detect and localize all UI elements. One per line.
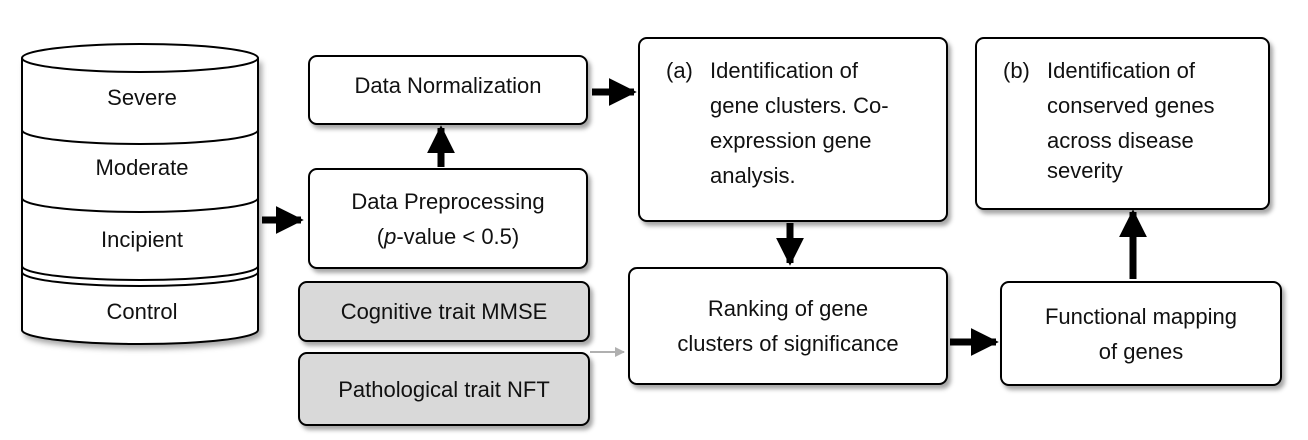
ranking-line: clusters of significance: [677, 331, 899, 356]
box-a-line: analysis.: [710, 163, 796, 188]
box-a-line: Identification of: [710, 58, 858, 83]
data-normalization-label: Data Normalization: [354, 72, 542, 98]
box-b-line: Identification of: [1047, 58, 1195, 83]
level-severe: Severe: [107, 85, 177, 110]
box-a-line: expression gene: [710, 128, 872, 153]
functional-line: of genes: [1098, 338, 1184, 364]
database-cylinder: [21, 43, 259, 345]
functional-line: Functional mapping: [1044, 303, 1237, 329]
functional-mapping-box: Functional mapping of genes: [1000, 281, 1282, 386]
box-b-line: conserved genes: [1047, 93, 1215, 118]
level-moderate: Moderate: [95, 155, 189, 180]
gene-clusters-box: (a)Identification of gene clusters. Co- …: [638, 37, 948, 222]
box-a-line: gene clusters. Co-: [710, 93, 889, 118]
pathological-trait-box: Pathological trait NFT: [298, 352, 590, 426]
box-b-line: severity: [1047, 158, 1123, 183]
pathological-trait-label: Pathological trait NFT: [338, 376, 550, 402]
data-preprocessing-box: Data Preprocessing (p-value < 0.5): [308, 168, 588, 269]
level-incipient: Incipient: [101, 227, 183, 252]
data-normalization-box: Data Normalization: [308, 55, 588, 125]
box-a-tag: (a): [666, 58, 693, 83]
level-control: Control: [106, 299, 178, 324]
cognitive-trait-label: Cognitive trait MMSE: [340, 299, 548, 324]
preprocessing-threshold: (p-value < 0.5): [376, 223, 520, 249]
preprocessing-title: Data Preprocessing: [351, 188, 545, 214]
ranking-line: Ranking of gene: [707, 296, 869, 321]
cognitive-trait-box: Cognitive trait MMSE: [298, 281, 590, 342]
conserved-genes-box: (b) Identification of conserved genes acr…: [975, 37, 1270, 210]
box-b-line: across disease: [1047, 128, 1194, 153]
box-b-tag: (b): [1003, 58, 1030, 83]
ranking-box: Ranking of gene clusters of significance: [628, 267, 948, 385]
